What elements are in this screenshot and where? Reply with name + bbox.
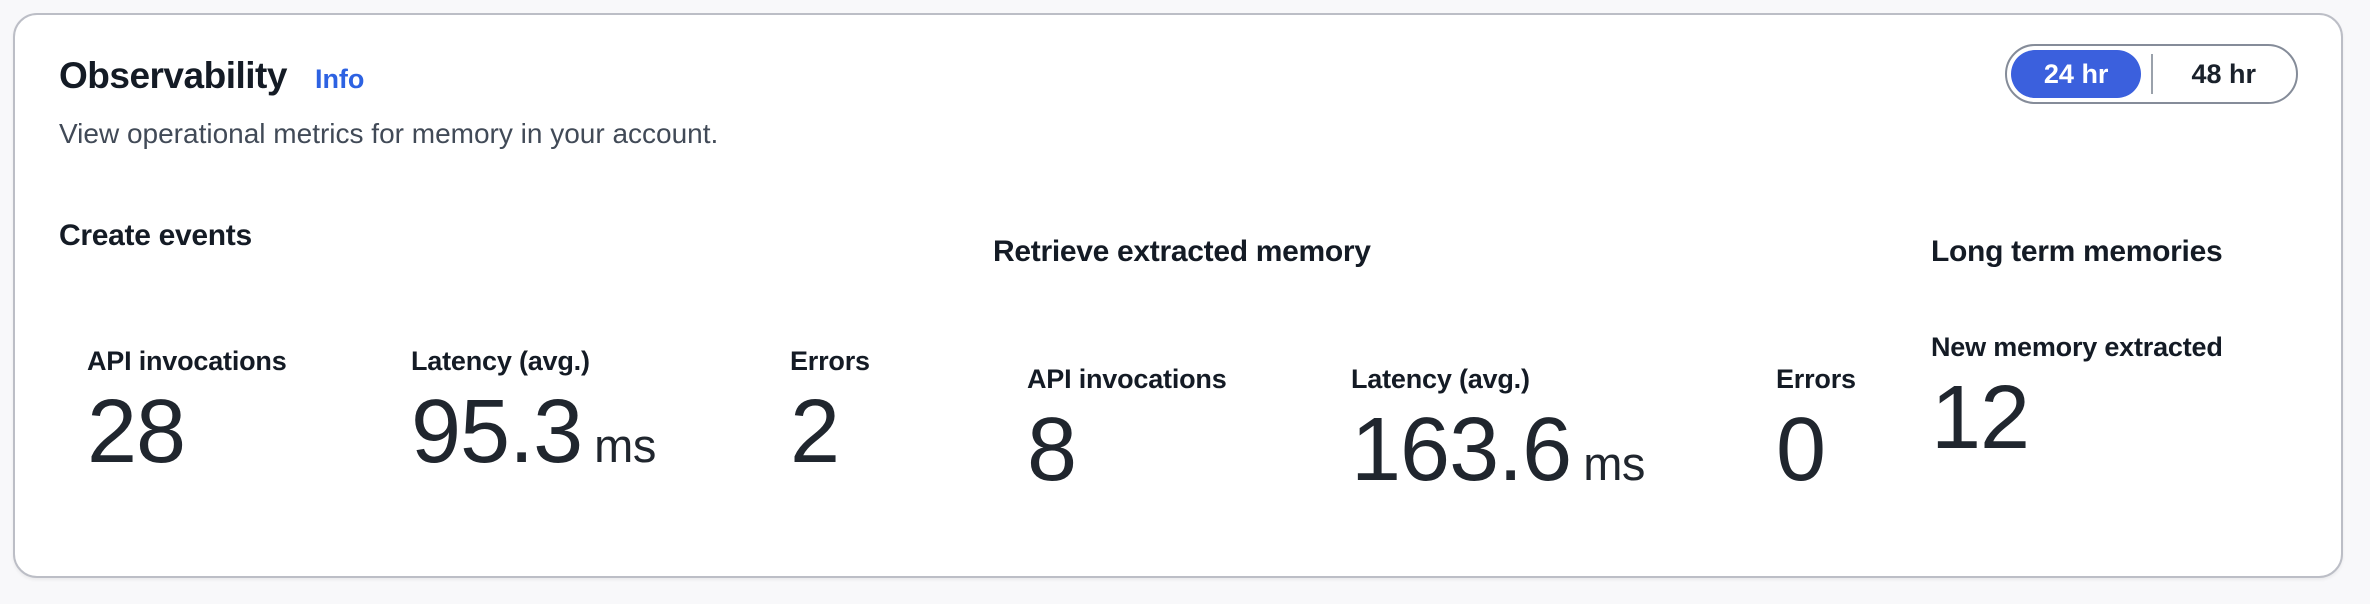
metric-unit: ms: [1583, 437, 1645, 491]
metric-label: Latency (avg.): [1351, 364, 1530, 394]
section-heading-create-events: Create events: [59, 219, 252, 252]
metric-label: Errors: [790, 346, 870, 376]
metric-value: 95.3 ms: [411, 382, 656, 483]
metric-value: 163.6 ms: [1351, 400, 1645, 501]
metric-new-memory-extracted: New memory extracted 12: [1931, 331, 2223, 463]
time-range-toggle: 24 hr 48 hr: [2004, 44, 2298, 104]
section-heading-retrieve-extracted-memory: Retrieve extracted memory: [993, 235, 1371, 268]
metric-create-api-invocations: API invocations 28: [87, 345, 287, 477]
metric-label: Latency (avg.): [411, 346, 590, 376]
info-link[interactable]: Info: [314, 64, 365, 94]
metric-create-errors: Errors 2: [790, 345, 870, 477]
metric-value: 0: [1776, 400, 1826, 501]
metric-label: New memory extracted: [1931, 332, 2223, 362]
metric-label: API invocations: [87, 346, 287, 376]
metric-value: 28: [87, 382, 186, 483]
panel-subtitle: View operational metrics for memory in y…: [59, 118, 719, 149]
metric-unit: ms: [594, 419, 656, 473]
metric-value: 2: [790, 382, 840, 483]
panel-header: Observability Info: [59, 55, 364, 98]
metric-label: API invocations: [1027, 364, 1227, 394]
time-range-24hr-button[interactable]: 24 hr: [2010, 50, 2142, 98]
metric-value: 12: [1931, 368, 2030, 469]
section-heading-long-term-memories: Long term memories: [1931, 235, 2223, 268]
metric-label: Errors: [1776, 364, 1856, 394]
metric-retrieve-api-invocations: API invocations 8: [1027, 363, 1227, 495]
metric-retrieve-errors: Errors 0: [1776, 363, 1856, 495]
panel-title: Observability: [59, 55, 287, 96]
metric-value: 8: [1027, 400, 1077, 501]
metric-create-latency-avg: Latency (avg.) 95.3 ms: [411, 345, 656, 477]
toggle-divider: [2151, 54, 2154, 94]
observability-panel: Observability Info View operational metr…: [13, 13, 2343, 578]
time-range-48hr-button[interactable]: 48 hr: [2153, 46, 2296, 102]
metric-retrieve-latency-avg: Latency (avg.) 163.6 ms: [1351, 363, 1645, 495]
